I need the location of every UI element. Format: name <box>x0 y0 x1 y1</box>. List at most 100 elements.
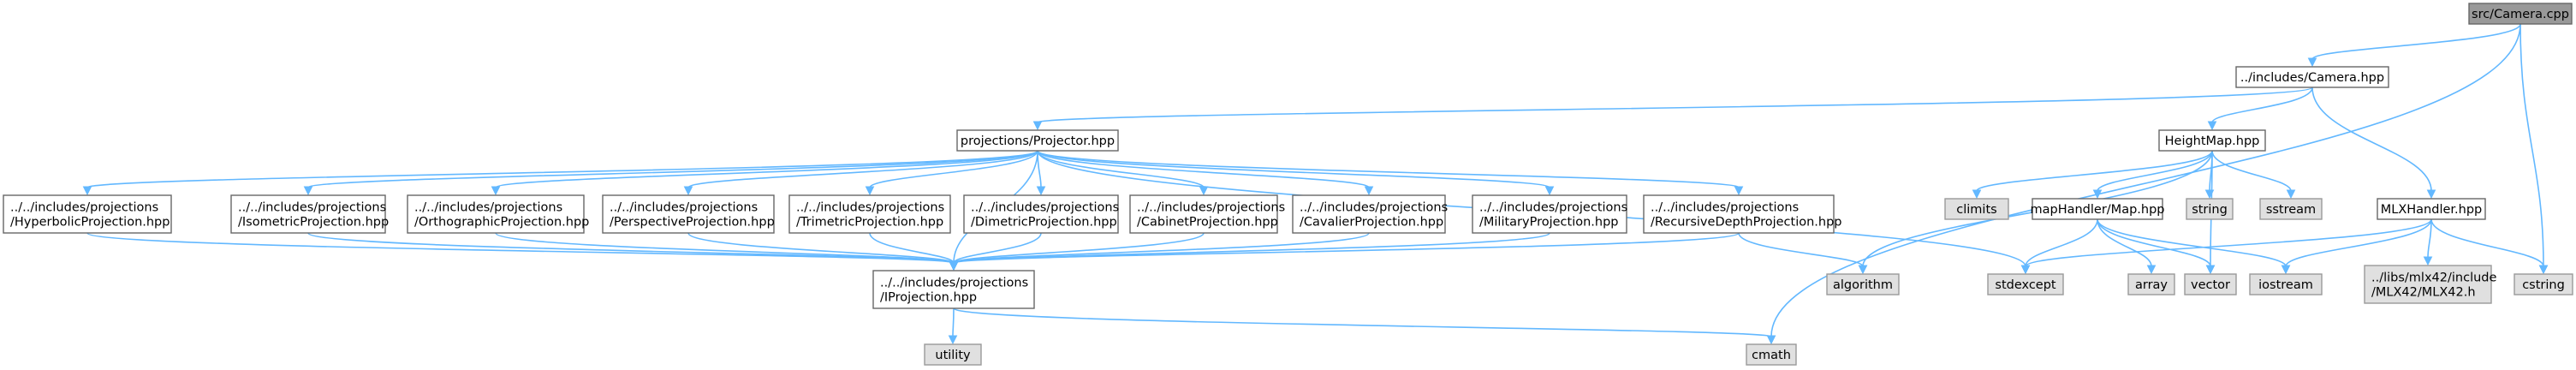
node-iprojection[interactable]: ../../includes/projections/IProjection.h… <box>872 270 1035 309</box>
edge-line <box>2097 218 2211 267</box>
node-box <box>2158 129 2266 152</box>
edge-dimetric-to-iprojection <box>949 232 1042 272</box>
arrowhead <box>2426 189 2436 200</box>
node-isometric[interactable]: ../../includes/projections/IsometricProj… <box>230 194 389 234</box>
edge-line <box>687 232 955 264</box>
node-sstream: sstream <box>2259 198 2323 220</box>
edge-projector-to-isometric <box>303 150 1038 196</box>
arrowhead <box>1036 186 1046 196</box>
node-heightmap[interactable]: HeightMap.hpp <box>2158 129 2266 152</box>
edge-line <box>2097 218 2152 267</box>
arrowhead <box>2307 57 2317 68</box>
edge-military-to-iprojection <box>949 232 1550 272</box>
edge-camera-cpp-to-camera-hpp <box>2307 23 2521 68</box>
arrowhead <box>1858 265 1868 275</box>
arrowhead <box>2092 189 2103 200</box>
edge-heightmap-to-sstream <box>2211 150 2296 200</box>
edge-heightmap-to-climits <box>1972 150 2213 200</box>
node-utility: utility <box>924 343 982 366</box>
node-camera-hpp[interactable]: ../includes/Camera.hpp <box>2235 66 2389 88</box>
edge-line <box>495 150 1038 188</box>
edge-maphandler-to-vector <box>2097 218 2216 275</box>
edge-line <box>2025 218 2098 267</box>
node-box <box>2377 198 2486 220</box>
node-label: climits <box>1956 203 1996 217</box>
edge-line <box>1976 150 2213 192</box>
node-vector: vector <box>2184 273 2237 295</box>
node-label: ../../includes/projections <box>238 201 386 215</box>
edge-line <box>687 150 1038 188</box>
edge-projector-to-hyperbolic <box>82 150 1038 196</box>
node-label: ../../includes/projections <box>971 201 1119 215</box>
arrowhead <box>303 186 313 196</box>
node-box <box>2468 3 2573 25</box>
edge-line <box>952 307 955 337</box>
node-hyperbolic[interactable]: ../../includes/projections/HyperbolicPro… <box>3 194 172 234</box>
edge-line <box>953 232 1370 264</box>
arrowhead <box>2281 265 2291 275</box>
node-label: string <box>2192 203 2228 217</box>
node-dimetric[interactable]: ../../includes/projections/DimetricProje… <box>963 194 1119 234</box>
node-box <box>1643 194 1835 234</box>
edge-camera-hpp-to-heightmap <box>2207 87 2313 131</box>
node-box <box>3 194 172 234</box>
edge-cabinet-to-iprojection <box>949 232 1205 272</box>
edge-line <box>2211 150 2292 192</box>
node-label: /MilitaryProjection.hpp <box>1479 216 1619 230</box>
node-cstring: cstring <box>2514 273 2573 295</box>
edge-camera-hpp-to-mlxhandler <box>2311 87 2436 200</box>
edge-mlxhandler-to-iostream <box>2281 218 2432 275</box>
node-label: mapHandler/Map.hpp <box>2030 203 2164 217</box>
edge-projector-to-orthographic <box>491 150 1038 196</box>
node-camera-cpp[interactable]: src/Camera.cpp <box>2468 3 2573 25</box>
node-box <box>2127 273 2175 295</box>
node-label: /OrthographicProjection.hpp <box>414 216 589 230</box>
arrowhead <box>1766 335 1776 345</box>
edge-projector-to-military <box>1037 150 1555 196</box>
node-algorithm: algorithm <box>1826 273 1900 295</box>
node-box <box>2186 198 2234 220</box>
node-projector[interactable]: projections/Projector.hpp <box>956 129 1119 152</box>
node-cabinet[interactable]: ../../includes/projections/CabinetProjec… <box>1129 194 1285 234</box>
edge-line <box>1738 232 1864 267</box>
edge-line <box>1037 150 1205 188</box>
edge-line <box>2519 23 2544 267</box>
arrowhead <box>865 186 875 196</box>
node-label: ../../includes/projections <box>796 201 944 215</box>
node-label: /IsometricProjection.hpp <box>238 216 389 230</box>
arrowhead <box>1364 186 1374 196</box>
arrowhead <box>949 261 959 272</box>
node-orthographic[interactable]: ../../includes/projections/OrthographicP… <box>407 194 589 234</box>
edge-line <box>869 150 1038 188</box>
edge-line <box>307 150 1038 188</box>
edge-line <box>953 307 1772 337</box>
node-label: cstring <box>2522 278 2565 292</box>
node-label: stdexcept <box>1995 278 2056 292</box>
node-label: iostream <box>2258 278 2313 292</box>
node-label: /TrimetricProjection.hpp <box>796 216 943 230</box>
node-label: projections/Projector.hpp <box>961 134 1115 148</box>
node-trimetric[interactable]: ../../includes/projections/TrimetricProj… <box>788 194 951 234</box>
arrowhead <box>683 186 693 196</box>
edge-mlxhandler-to-cstring <box>2430 218 2549 275</box>
node-recursive[interactable]: ../../includes/projections/RecursiveDept… <box>1643 194 1842 234</box>
node-label: cmath <box>1752 349 1791 362</box>
node-box <box>2184 273 2237 295</box>
node-label: ../../includes/projections <box>414 201 562 215</box>
node-mlxhandler[interactable]: MLXHandler.hpp <box>2377 198 2486 220</box>
edge-projector-to-recursive <box>1037 150 1744 196</box>
node-climits: climits <box>1944 198 2009 220</box>
node-label: /CavalierProjection.hpp <box>1300 216 1443 230</box>
node-maphandler[interactable]: mapHandler/Map.hpp <box>2030 198 2165 220</box>
node-label: /CabinetProjection.hpp <box>1137 216 1278 230</box>
node-box <box>2259 198 2323 220</box>
arrowhead <box>2286 189 2296 200</box>
node-perspective[interactable]: ../../includes/projections/PerspectivePr… <box>602 194 775 234</box>
edge-line <box>2211 87 2313 123</box>
node-military[interactable]: ../../includes/projections/MilitaryProje… <box>1472 194 1627 234</box>
edge-line <box>1037 150 1550 188</box>
node-label: /DimetricProjection.hpp <box>971 216 1117 230</box>
edge-line <box>2025 218 2432 267</box>
node-cavalier[interactable]: ../../includes/projections/CavalierProje… <box>1292 194 1448 234</box>
